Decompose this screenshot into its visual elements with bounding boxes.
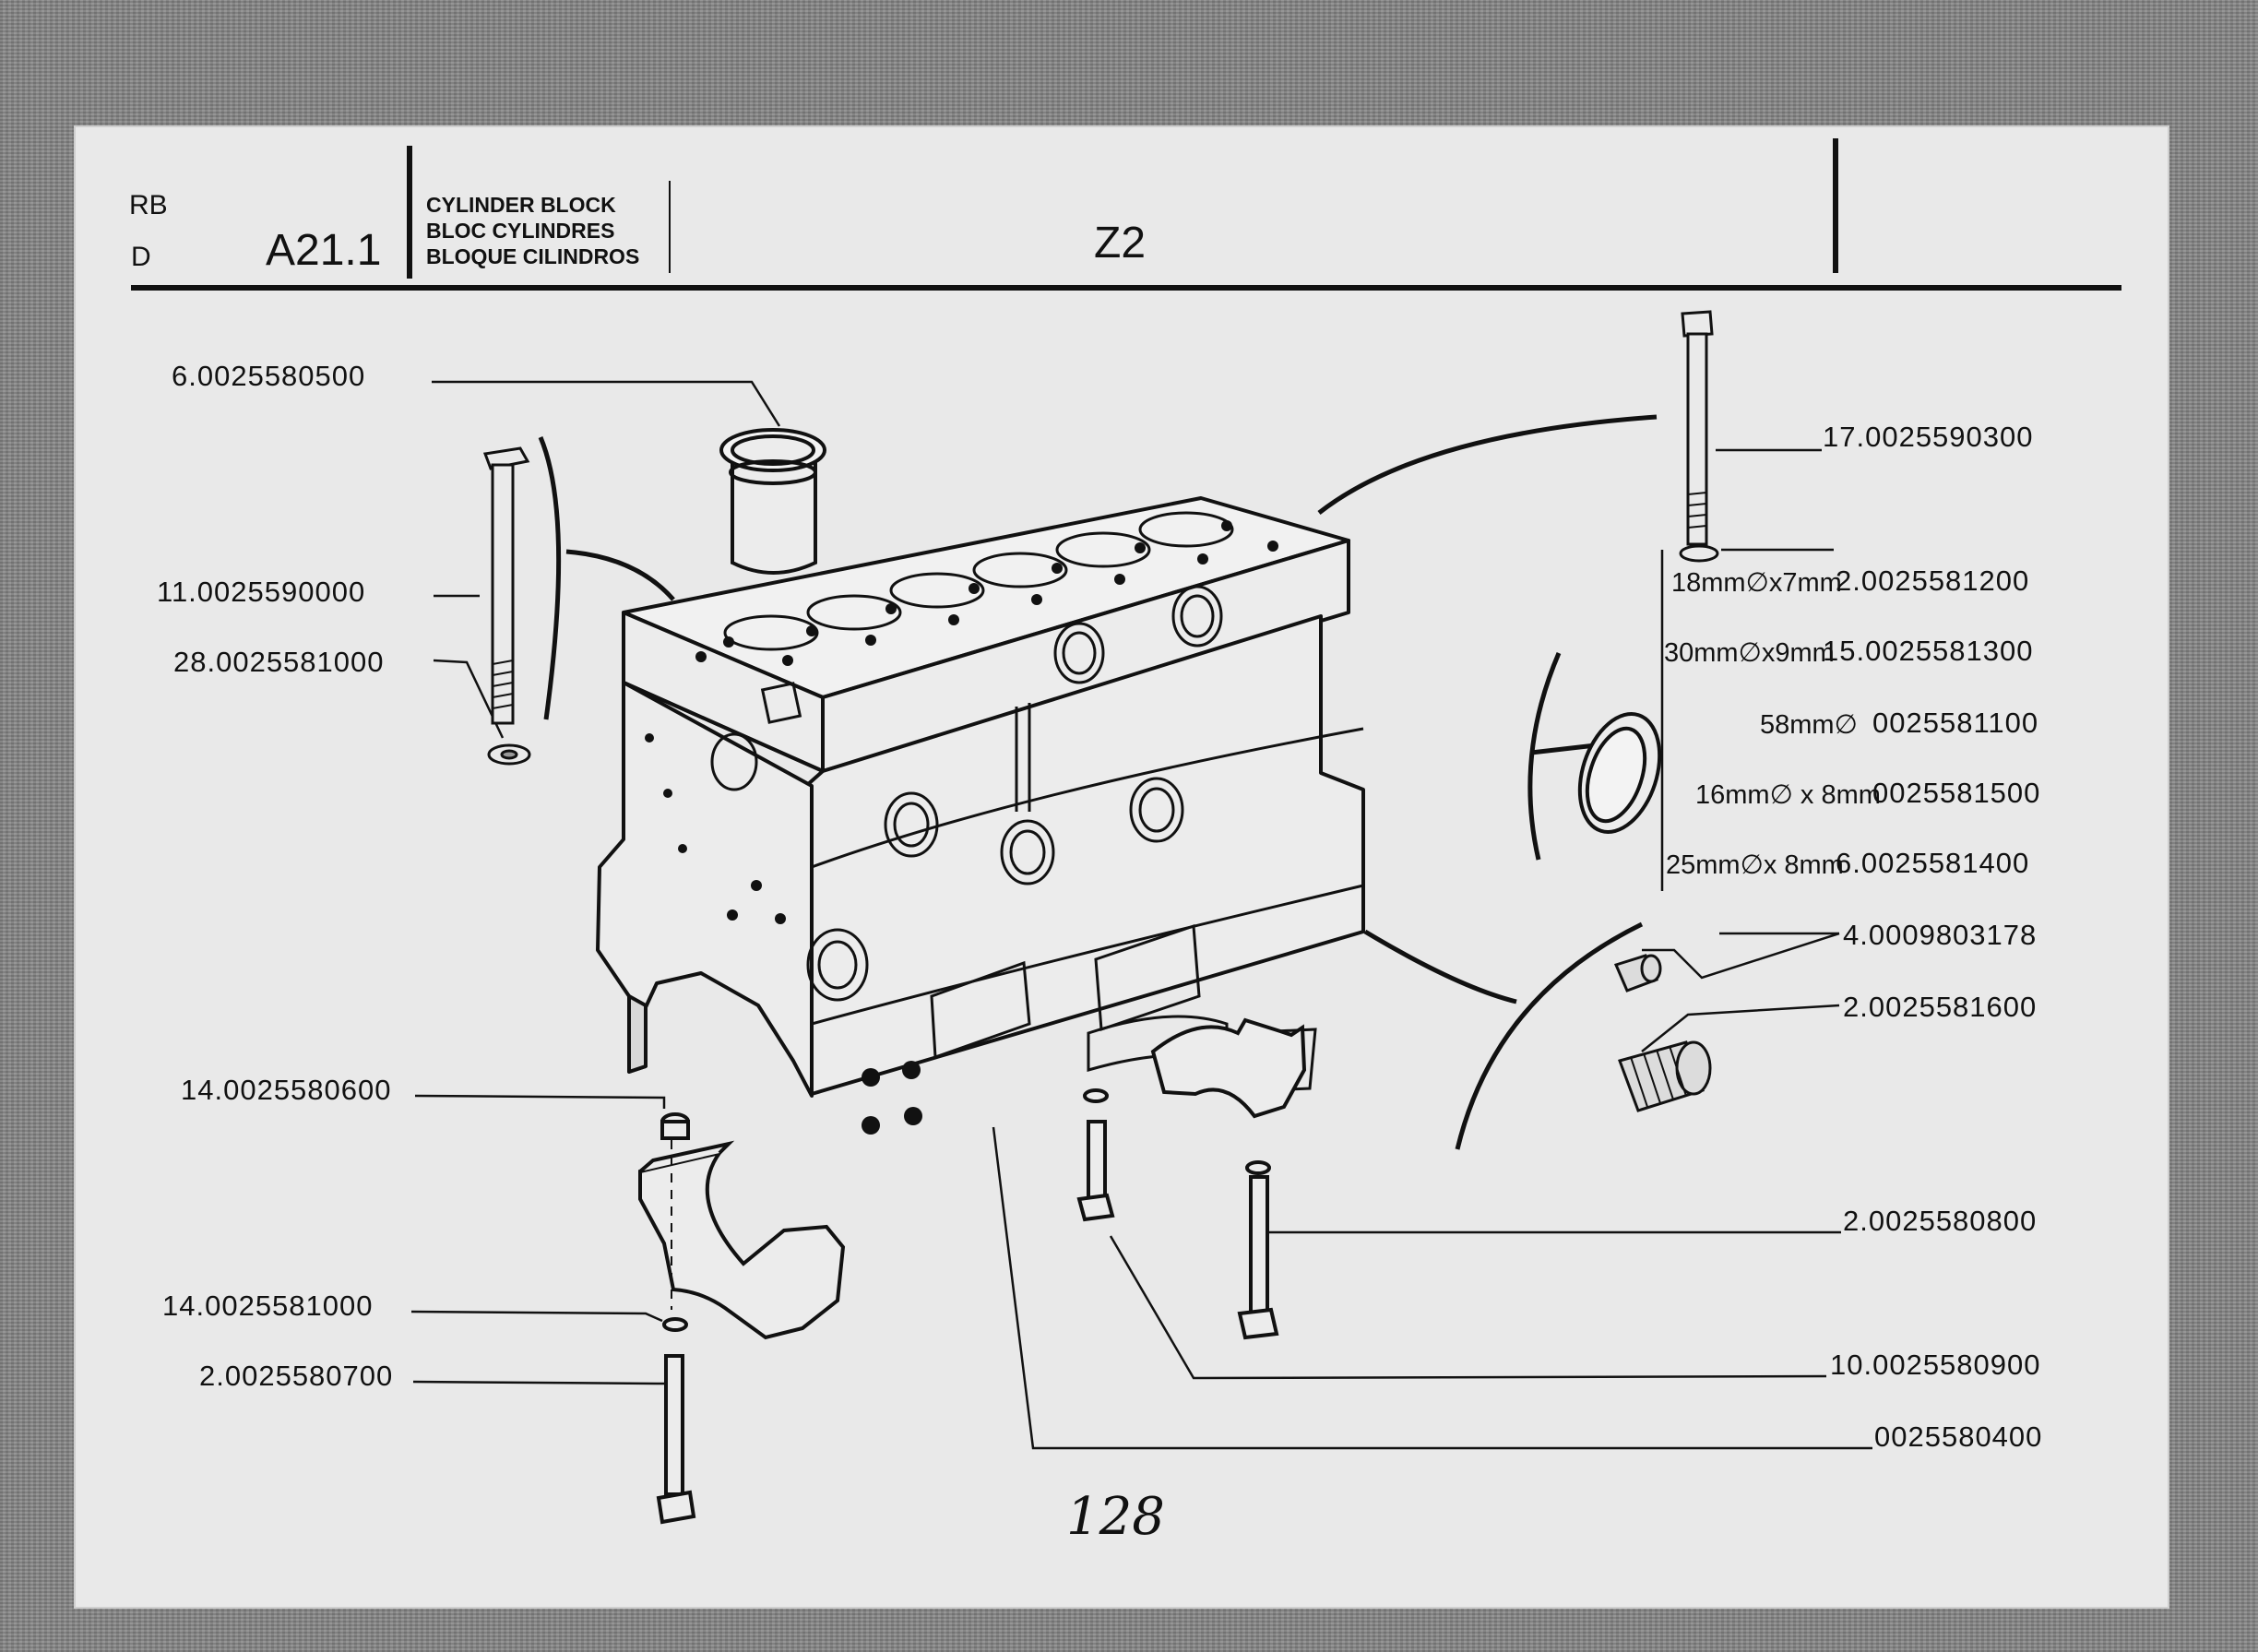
page-number: 128 [1066, 1487, 1165, 1547]
callout-bearing-washer: 14.0025581000 [162, 1290, 374, 1322]
dim-25mm: 25mm∅x 8mm [1666, 850, 1844, 880]
callout-washer-left: 28.0025581000 [173, 646, 385, 678]
model-code: Z2 [1094, 219, 1147, 267]
block-deck-details [710, 511, 1364, 1092]
leader-lines [410, 380, 1872, 1450]
dim-18mm: 18mm∅x7mm [1671, 568, 1842, 598]
callout-plug-58mm: 0025581100 [1872, 707, 2039, 739]
title-french: BLOC CYLINDRES [426, 219, 615, 243]
callout-liner: 6.0025580500 [172, 360, 366, 392]
callout-plug-18mm: 2.0025581200 [1836, 565, 2030, 597]
dim-30mm: 30mm∅x9mm [1664, 638, 1835, 668]
threaded-plugs [1613, 954, 1712, 1112]
callout-plug-30mm: 15.0025581300 [1823, 635, 2034, 667]
core-plug [1577, 712, 1662, 834]
callout-threaded-plug-small: 4.0009803178 [1843, 919, 2038, 951]
callout-head-bolt-left: 11.0025590000 [157, 576, 366, 608]
left-head-bolt [482, 446, 531, 766]
main-bearing-cap-right [1076, 1017, 1307, 1340]
dim-58mm: 58mm∅ [1760, 710, 1858, 740]
callout-threaded-plug-large: 2.0025581600 [1843, 991, 2038, 1023]
section-number: A21.1 [266, 226, 382, 275]
dim-16mm: 16mm∅ x 8mm [1695, 780, 1881, 810]
callout-bearing-bolt-short: 10.0025580900 [1830, 1349, 2041, 1381]
header-code-bottom: D [131, 242, 151, 272]
right-head-bolt [1679, 310, 1719, 563]
title-english: CYLINDER BLOCK [426, 193, 616, 217]
main-bearing-cap-left [638, 1112, 846, 1525]
callout-bearing-bolt-left: 2.0025580700 [199, 1360, 394, 1392]
callout-bearing-bolt-right: 2.0025580800 [1843, 1205, 2038, 1237]
callout-cylinder-block: 0025580400 [1874, 1420, 2043, 1453]
bracket-arcs [538, 414, 1658, 1150]
header-rules [131, 138, 2121, 291]
engine-block [596, 496, 1365, 1098]
callout-plug-25mm: 6.0025581400 [1836, 847, 2030, 879]
cylinder-liner [719, 428, 826, 575]
callout-bearing-stud-sleeve: 14.0025580600 [181, 1074, 392, 1106]
block-small-holes [645, 520, 1278, 1135]
callout-plug-16mm: 0025581500 [1872, 777, 2041, 809]
title-spanish: BLOQUE CILINDROS [426, 244, 640, 268]
callout-head-bolt-right: 17.0025590300 [1823, 421, 2034, 453]
header-code-top: RB [129, 190, 168, 220]
